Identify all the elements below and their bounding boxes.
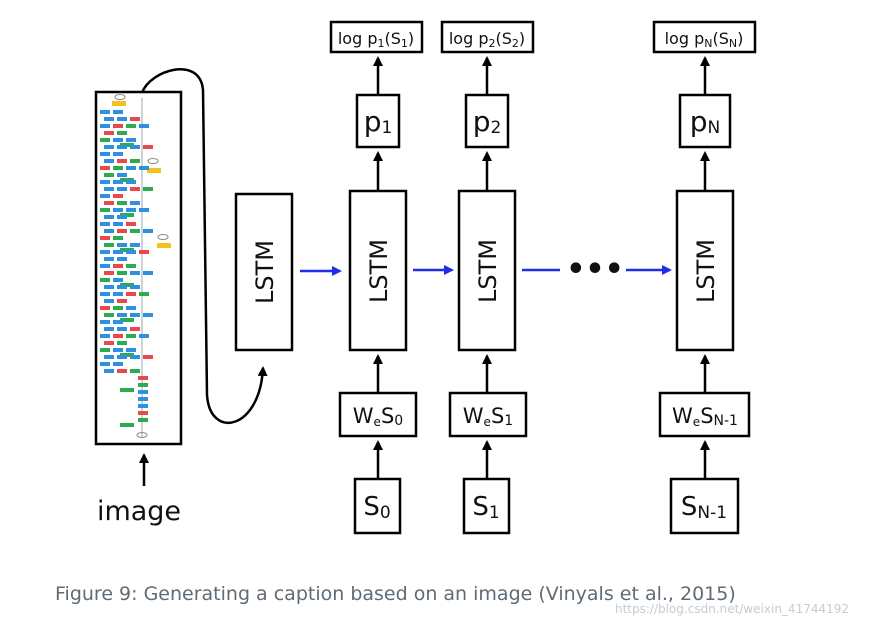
cnn-network-thumbnail	[94, 90, 183, 446]
prob-n: pN	[690, 105, 721, 138]
embed-1: WeS0	[353, 404, 403, 429]
input-word-n: SN-1	[681, 492, 727, 523]
lstm-n-label: LSTM	[692, 239, 720, 303]
lstm-1-label: LSTM	[365, 239, 393, 303]
output-logprob-2: log p2(S2)	[449, 29, 525, 50]
step-column-n: log pN(SN) pN LSTM WeSN-1 SN-1	[652, 20, 757, 535]
source-watermark: https://blog.csdn.net/weixin_41744192	[615, 602, 850, 616]
lstm-2-label: LSTM	[474, 239, 502, 303]
prob-2: p2	[473, 105, 502, 138]
embed-2: WeS1	[463, 404, 513, 429]
lstm-initial: LSTM	[234, 192, 294, 352]
output-logprob-1: log p1(S1)	[338, 29, 414, 50]
image-label: image	[97, 496, 181, 527]
prob-1: p1	[364, 105, 393, 138]
step-column-1: log p1(S1) p1 LSTM WeS0 S0	[329, 20, 424, 535]
embed-n: WeSN-1	[672, 404, 738, 429]
input-word-1: S0	[363, 492, 390, 523]
input-word-2: S1	[472, 492, 499, 523]
ellipsis-dots: •••	[566, 252, 624, 287]
lstm-initial-label: LSTM	[251, 240, 279, 304]
image-to-lstm-connector	[140, 68, 268, 424]
figure-caption: Figure 9: Generating a caption based on …	[55, 583, 736, 605]
output-logprob-n: log pN(SN)	[665, 29, 744, 50]
step-column-2: log p2(S2) p2 LSTM WeS1 S1	[440, 20, 535, 535]
